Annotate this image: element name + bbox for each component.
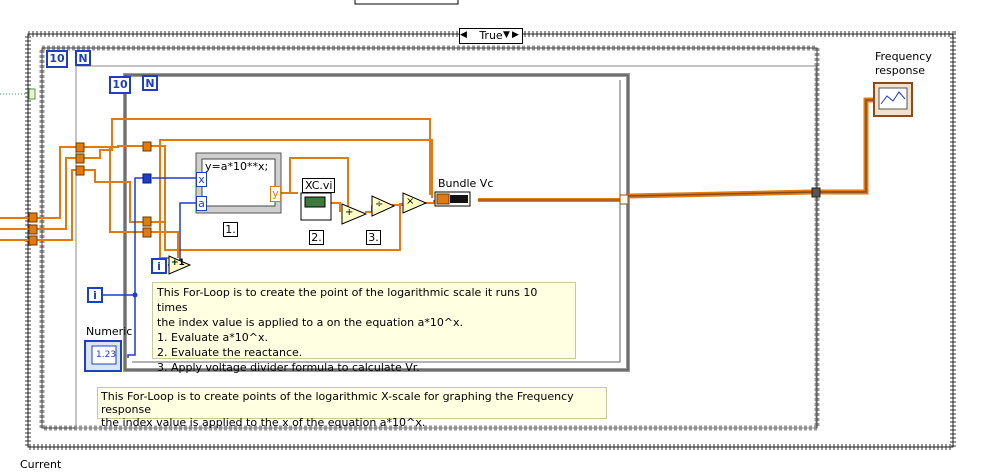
inner-comment-line-2: the index value is applied to a on the e… bbox=[157, 316, 464, 329]
multiply-operator-icon[interactable] bbox=[402, 192, 428, 214]
outer-loop-comment: This For-Loop is to create points of the… bbox=[97, 387, 607, 429]
increment-operator-symbol: +1 bbox=[171, 258, 185, 268]
current-label: Current bbox=[20, 458, 62, 471]
graph-label-line-2: response bbox=[875, 64, 925, 77]
top-structure-fragment bbox=[354, 0, 459, 5]
formula-node-body bbox=[201, 158, 276, 207]
outer-loop-count-constant[interactable]: 10 bbox=[46, 50, 68, 68]
outer-comment-line-1: This For-Loop is to create points of the… bbox=[101, 390, 574, 416]
inner-loop-output-tunnel bbox=[619, 194, 629, 205]
outer-loop-inner-edge bbox=[75, 65, 817, 429]
step-label-3: 3. bbox=[366, 230, 381, 245]
add-operator-icon[interactable] bbox=[341, 203, 368, 225]
subvi-name-label: XC.vi bbox=[302, 178, 336, 193]
inner-loop-count-constant[interactable]: 10 bbox=[109, 76, 131, 94]
graph-icon-screen bbox=[878, 87, 908, 110]
formula-output-y[interactable]: y bbox=[270, 186, 281, 202]
bundle-body bbox=[450, 195, 468, 203]
inner-comment-line-4: 2. Evaluate the reactance. bbox=[157, 346, 303, 359]
step-label-1: 1. bbox=[223, 222, 238, 237]
graph-icon-plot bbox=[880, 91, 906, 105]
inner-loop-shadow bbox=[132, 80, 621, 363]
graph-label: Frequency response bbox=[875, 50, 932, 78]
case-selector[interactable]: True bbox=[459, 28, 523, 44]
case-dropdown-icon[interactable]: ▼ bbox=[503, 30, 510, 40]
divide-operator-icon[interactable] bbox=[371, 195, 396, 217]
formula-input-a[interactable]: a bbox=[196, 196, 207, 211]
blue-wire-junction bbox=[132, 292, 138, 298]
add-operator-symbol: + bbox=[345, 207, 354, 218]
increment-operator-icon[interactable] bbox=[168, 255, 192, 275]
inner-for-loop-border bbox=[124, 74, 629, 371]
formula-expression[interactable]: y=a*10**x; bbox=[205, 160, 269, 173]
numeric-control-display-box bbox=[91, 345, 117, 365]
bundle-label: Bundle Vc bbox=[438, 177, 494, 190]
bundle-input-terminals bbox=[436, 193, 450, 205]
outer-loop-output-tunnel bbox=[811, 187, 821, 198]
inner-loop-index-terminal[interactable]: i bbox=[151, 258, 167, 274]
outer-loop-count-terminal[interactable]: N bbox=[75, 50, 91, 66]
inner-loop-comment: This For-Loop is to create the point of … bbox=[152, 282, 576, 374]
case-increment-arrow-icon[interactable]: ▶ bbox=[512, 30, 519, 40]
outer-loop-input-tunnels bbox=[28, 141, 152, 246]
multiply-operator-symbol: × bbox=[406, 196, 415, 207]
cluster-output-wire bbox=[478, 97, 876, 202]
inner-comment-line-1: This For-Loop is to create the point of … bbox=[157, 286, 538, 314]
inner-loop-count-terminal[interactable]: N bbox=[142, 75, 158, 91]
inner-comment-line-5: 3. Apply voltage divider formula to calc… bbox=[157, 361, 420, 374]
divide-operator-symbol: ÷ bbox=[375, 199, 384, 210]
xc-subvi-screen bbox=[304, 196, 326, 208]
formula-input-x[interactable]: x bbox=[196, 172, 207, 187]
numeric-control-display: 1.23 bbox=[96, 350, 117, 360]
inner-comment-line-3: 1. Evaluate a*10^x. bbox=[157, 331, 268, 344]
step-label-2: 2. bbox=[309, 230, 324, 245]
case-tunnel-green bbox=[28, 88, 36, 100]
outer-comment-line-2: the index value is applied to the x of t… bbox=[101, 416, 426, 429]
graph-label-line-1: Frequency bbox=[875, 50, 932, 63]
outer-loop-index-terminal[interactable]: i bbox=[87, 287, 103, 303]
numeric-control-label: Numeric bbox=[86, 325, 133, 338]
case-decrement-arrow-icon[interactable]: ◀ bbox=[460, 30, 467, 40]
case-selector-label: True bbox=[479, 29, 503, 42]
